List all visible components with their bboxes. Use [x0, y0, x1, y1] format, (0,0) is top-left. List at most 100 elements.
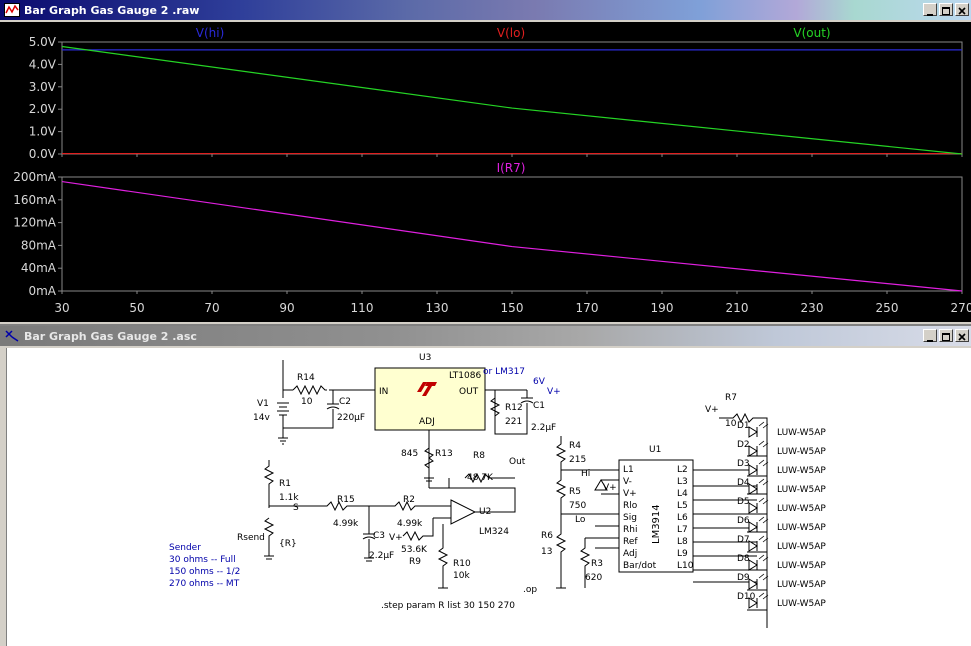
close-button[interactable] — [955, 3, 969, 16]
diode-label: D9 — [737, 573, 750, 583]
label-rsend: Rsend — [237, 533, 265, 543]
diode-label: D2 — [737, 440, 750, 450]
waveform-plot-svg[interactable]: V(hi) V(lo) V(out) I(R7) 5.0V4.0V3.0V2.0… — [0, 22, 971, 322]
label-c1: C1 — [533, 401, 545, 411]
diode-symbol — [748, 559, 758, 571]
trace-label-vout[interactable]: V(out) — [793, 26, 830, 40]
label-r3v: 620 — [585, 573, 602, 583]
maximize-button[interactable] — [939, 3, 953, 16]
y-tick-label: 5.0V — [29, 35, 57, 49]
minimize-icon — [927, 14, 933, 16]
label-c2v: 220µF — [337, 413, 365, 423]
label-sender-3: 270 ohms -- MT — [169, 579, 240, 589]
chip-pin-left: Bar/dot — [623, 561, 657, 571]
label-or-lm317: or LM317 — [483, 367, 525, 377]
trace-label-vlo[interactable]: V(lo) — [497, 26, 525, 40]
label-r15v: 4.99k — [333, 519, 359, 529]
x-tick-label: 190 — [651, 301, 674, 315]
label-r6: R6 — [541, 531, 553, 541]
led-arrows-icon — [758, 421, 769, 429]
y-tick-label: 200mA — [13, 170, 57, 184]
schematic-maximize-button[interactable] — [939, 329, 953, 342]
label-r15: R15 — [337, 495, 355, 505]
chip-pin-left: V- — [623, 477, 632, 487]
diode-symbol — [748, 540, 758, 552]
chip-pin-left: V+ — [623, 489, 637, 499]
y-tick-label: 40mA — [21, 261, 57, 275]
led-part-label: LUW-W5AP — [777, 580, 826, 590]
diode-symbol — [748, 445, 758, 457]
y-tick-label: 2.0V — [29, 102, 57, 116]
waveform-window-title: Bar Graph Gas Gauge 2 .raw — [24, 3, 200, 17]
label-r9v: 53.6K — [401, 545, 428, 555]
waveform-titlebar[interactable]: Bar Graph Gas Gauge 2 .raw — [0, 0, 971, 20]
trace-label-vhi[interactable]: V(hi) — [196, 26, 225, 40]
label-vplus4: V+ — [603, 483, 617, 493]
diode-symbol — [748, 597, 758, 609]
diode-symbol — [748, 578, 758, 590]
label-sender-2: 150 ohms -- 1/2 — [169, 567, 240, 577]
label-r3: R3 — [591, 559, 603, 569]
label-sender-1: 30 ohms -- Full — [169, 555, 236, 565]
diode-symbol — [748, 483, 758, 495]
led-diodes: D1LUW-W5APD2LUW-W5APD3LUW-W5APD4LUW-W5AP… — [737, 421, 826, 609]
label-u3: U3 — [419, 353, 431, 363]
diode-symbol — [748, 426, 758, 438]
led-arrows-icon — [758, 459, 769, 467]
trace-label-ir7[interactable]: I(R7) — [497, 161, 526, 175]
label-out-pin: OUT — [459, 387, 479, 397]
label-sender: Sender — [169, 543, 201, 553]
plot-frame — [61, 176, 963, 292]
diode-label: D10 — [737, 592, 756, 602]
led-arrows-icon — [758, 535, 769, 543]
close-icon — [958, 333, 966, 341]
label-r10: R10 — [453, 559, 471, 569]
led-part-label: LUW-W5AP — [777, 466, 826, 476]
label-lm324: LM324 — [479, 527, 509, 537]
label-r2v: 4.99k — [397, 519, 423, 529]
series-line-vout — [61, 45, 963, 155]
label-lm3914: LM3914 — [651, 504, 662, 544]
chip-pin-right: L6 — [677, 513, 688, 523]
x-tick-label: 130 — [426, 301, 449, 315]
schematic-minimize-button[interactable] — [923, 329, 937, 342]
schematic-svg[interactable]: D1LUW-W5APD2LUW-W5APD3LUW-W5APD4LUW-W5AP… — [7, 348, 971, 646]
led-part-label: LUW-W5AP — [777, 504, 826, 514]
label-adj-pin: ADJ — [419, 417, 435, 427]
led-part-label: LUW-W5AP — [777, 542, 826, 552]
schematic-labels: U3 LT1086 IN OUT ADJ R14 10 V1 14v C2 22… — [237, 353, 737, 611]
diode-symbol — [748, 464, 758, 476]
minimize-button[interactable] — [923, 3, 937, 16]
led-part-label: LUW-W5AP — [777, 523, 826, 533]
label-r5: R5 — [569, 487, 581, 497]
label-r9: R9 — [409, 557, 421, 567]
label-r5v: 750 — [569, 501, 586, 511]
label-c2: C2 — [339, 397, 351, 407]
label-vplus3: V+ — [705, 405, 719, 415]
diode-label: D7 — [737, 535, 750, 545]
label-r13v: 845 — [401, 449, 418, 459]
schematic-close-button[interactable] — [955, 329, 969, 342]
label-r1: R1 — [279, 479, 291, 489]
chip-pin-right: L8 — [677, 537, 688, 547]
schematic-titlebar[interactable]: Bar Graph Gas Gauge 2 .asc — [0, 326, 971, 346]
label-r12: R12 — [505, 403, 523, 413]
minimize-icon — [927, 340, 933, 342]
chip-pin-left: Rhi — [623, 525, 637, 535]
label-r8: R8 — [473, 451, 485, 461]
waveform-window: Bar Graph Gas Gauge 2 .raw V(hi) V(lo) V… — [0, 0, 971, 322]
x-tick-label: 110 — [351, 301, 374, 315]
label-step: .step param R list 30 150 270 — [381, 601, 515, 611]
x-tick-label: 150 — [501, 301, 524, 315]
chip-pin-right: L7 — [677, 525, 688, 535]
